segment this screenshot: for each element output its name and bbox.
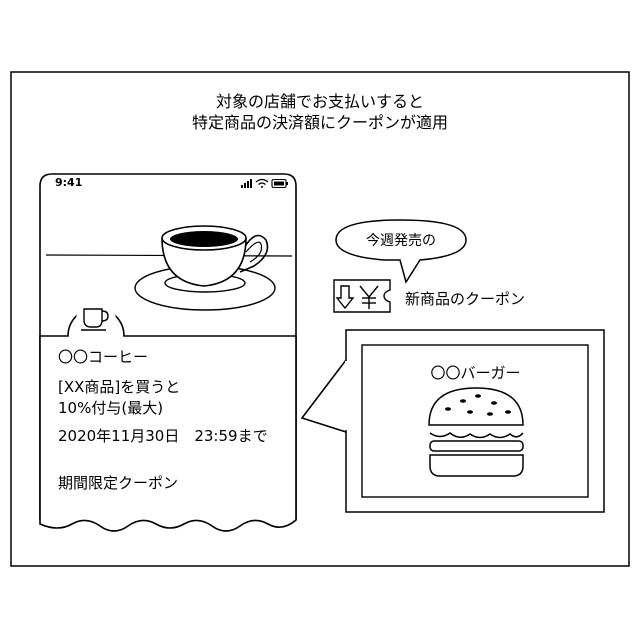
- arrow-down-yen-ticket-icon: [334, 280, 390, 312]
- new-product-coupon-label: 新商品のクーポン: [405, 288, 525, 309]
- header-line-1: 対象の店舗でお支払いすると: [0, 93, 640, 111]
- store-logo-circle: [76, 300, 116, 340]
- coupon-store-name: 〇〇コーヒー: [58, 346, 148, 367]
- coupon-condition: [XX商品]を買うと: [58, 376, 180, 397]
- coupon-card: [40, 308, 296, 531]
- speech-bubble-text: 今週発売の: [333, 230, 469, 250]
- burger-store-name: 〇〇バーガー: [363, 362, 588, 383]
- coupon-expiry: 2020年11月30日 23:59まで: [58, 425, 268, 446]
- header-line-2: 特定商品の決済額にクーポンが適用: [0, 114, 640, 132]
- coupon-reward: 10%付与(最大): [58, 397, 163, 418]
- callout-pointer: [302, 360, 346, 432]
- coupon-type: 期間限定クーポン: [58, 472, 178, 493]
- status-bar-time: 9:41: [55, 176, 82, 189]
